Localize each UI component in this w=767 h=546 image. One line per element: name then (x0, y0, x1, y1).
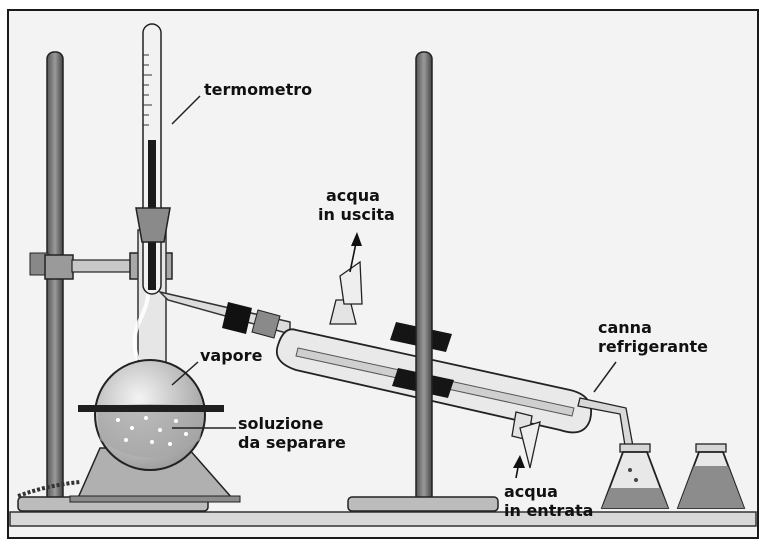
water-out-arrow-icon (349, 232, 362, 273)
solution-label-line2: da separare (238, 433, 346, 452)
side-arm-tube (157, 290, 291, 339)
vapor-leader-line (171, 361, 199, 386)
solution-label: soluzione da separare (238, 414, 346, 452)
condenser-icon (275, 260, 635, 469)
water-in-label-line1: acqua (504, 482, 558, 501)
solution-label-line1: soluzione (238, 414, 324, 433)
retort-stand-right-icon (347, 51, 499, 512)
water-out-label-line2: in uscita (318, 205, 395, 224)
condenser-label-line1: canna (598, 318, 652, 337)
thermometer-label: termometro (204, 80, 312, 99)
water-in-arrow-icon (513, 455, 525, 479)
thermometer-icon (135, 23, 171, 295)
vapor-label-text: vapore (200, 346, 263, 365)
condenser-label-line2: refrigerante (598, 337, 708, 356)
condenser-leader-line (593, 361, 617, 393)
water-in-label-line2: in entrata (504, 501, 594, 520)
condenser-label: canna refrigerante (598, 318, 708, 356)
water-out-label-line1: acqua (326, 186, 380, 205)
lab-bench (9, 511, 757, 527)
burner-icon (17, 447, 241, 503)
spare-erlenmeyer-flask-icon (676, 443, 746, 509)
water-in-label: acqua in entrata (504, 482, 593, 520)
thermometer-leader-line (171, 95, 201, 125)
receiving-erlenmeyer-flask-icon (600, 443, 670, 509)
round-bottom-flask-icon (78, 229, 224, 471)
thermometer-label-text: termometro (204, 80, 313, 99)
retort-stand-left-icon (17, 51, 209, 512)
vapor-label: vapore (200, 346, 262, 365)
water-out-label: acqua in uscita (318, 186, 395, 224)
